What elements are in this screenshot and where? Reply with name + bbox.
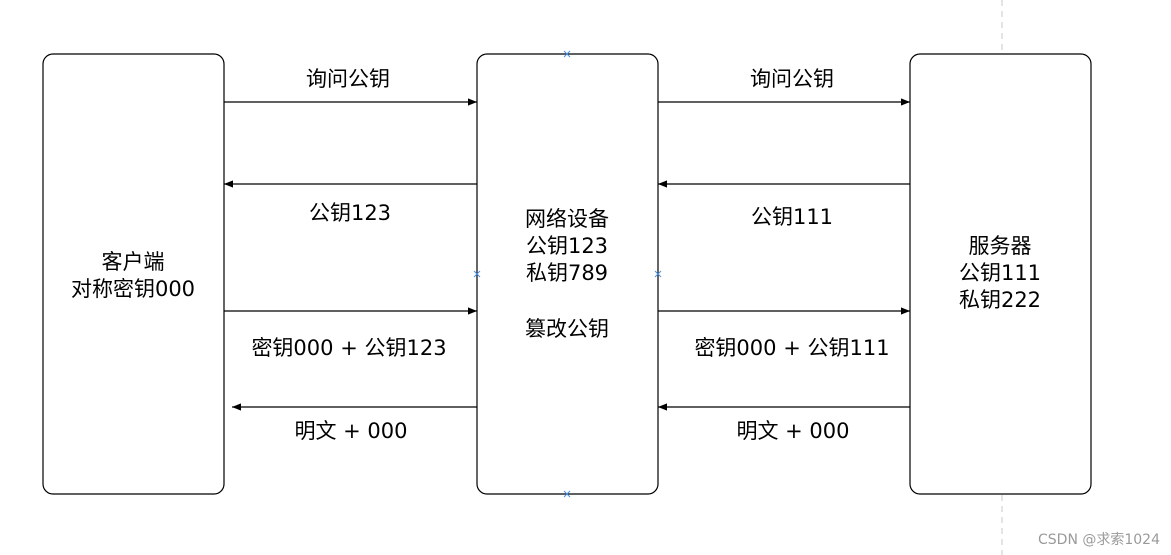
- edge-label: 询问公钥: [750, 67, 834, 91]
- edge-network-to-client-plain[interactable]: 明文 + 000: [232, 403, 477, 443]
- network-node-label-line5: 篡改公钥: [525, 317, 609, 341]
- edge-server-to-network-pubkey[interactable]: 公钥111: [658, 180, 910, 229]
- edge-client-to-network-secret[interactable]: 密钥000 + 公钥123: [224, 307, 477, 360]
- edge-client-to-network-ask[interactable]: 询问公钥: [224, 67, 477, 106]
- network-node-label-line3: 私钥789: [526, 261, 608, 285]
- network-node-label-line1: 网络设备: [525, 207, 609, 231]
- edge-label: 询问公钥: [306, 67, 390, 91]
- watermark: CSDN @求索1024: [1038, 531, 1160, 548]
- edge-label: 公钥123: [309, 201, 391, 225]
- edge-server-to-network-plain[interactable]: 明文 + 000: [658, 403, 910, 443]
- server-node-label-line1: 服务器: [969, 234, 1032, 258]
- edge-label: 明文 + 000: [736, 419, 849, 443]
- selection-handle-bottom[interactable]: [563, 490, 571, 498]
- edge-network-to-server-secret[interactable]: 密钥000 + 公钥111: [658, 307, 910, 360]
- edge-label: 明文 + 000: [294, 419, 407, 443]
- edge-label: 公钥111: [751, 205, 833, 229]
- client-node-label-line1: 客户端: [102, 250, 165, 274]
- selection-handle-top[interactable]: [563, 50, 571, 58]
- edge-label: 密钥000 + 公钥111: [694, 336, 889, 360]
- edge-network-to-client-pubkey[interactable]: 公钥123: [224, 180, 477, 225]
- network-node-label-line2: 公钥123: [526, 234, 608, 258]
- server-node[interactable]: 服务器 公钥111 私钥222: [909, 53, 1092, 495]
- server-node-label-line2: 公钥111: [959, 261, 1041, 285]
- network-device-node[interactable]: 网络设备 公钥123 私钥789 篡改公钥: [473, 50, 662, 498]
- edge-network-to-server-ask[interactable]: 询问公钥: [658, 67, 910, 106]
- edge-label: 密钥000 + 公钥123: [251, 336, 446, 360]
- server-node-label-line3: 私钥222: [959, 288, 1041, 312]
- client-node[interactable]: 客户端 对称密钥000: [42, 53, 225, 495]
- client-node-label-line2: 对称密钥000: [71, 277, 195, 301]
- selection-handle-right[interactable]: [654, 270, 662, 278]
- selection-handle-left[interactable]: [473, 270, 481, 278]
